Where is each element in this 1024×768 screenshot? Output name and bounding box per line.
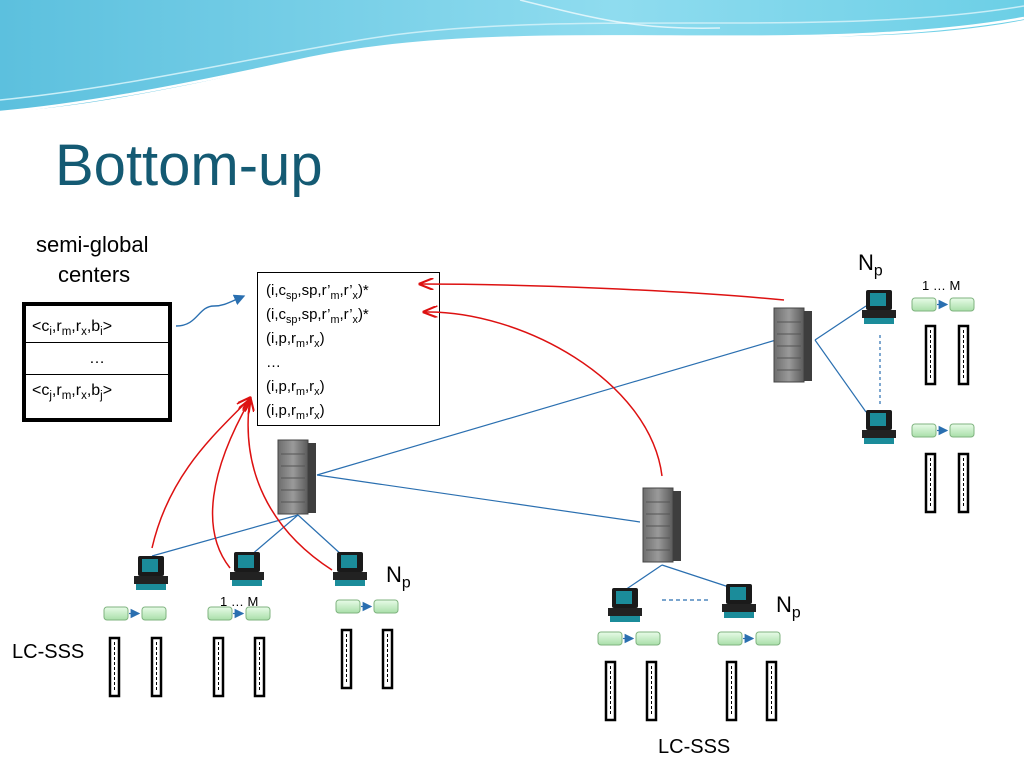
- message-summary-1: (i,csp,sp,r’m,r’x)*: [266, 282, 369, 302]
- message-list-box: (i,csp,sp,r’m,r’x)* (i,csp,sp,r’m,r’x)* …: [257, 272, 440, 426]
- buffer-bar-icon: [381, 628, 394, 690]
- buffer-bar-icon: [924, 452, 937, 514]
- buffer-bar-icon: [340, 628, 353, 690]
- buffer-bar-icon: [212, 636, 225, 698]
- message-summary-2: (i,csp,sp,r’m,r’x)*: [266, 306, 369, 326]
- table-divider: [26, 374, 168, 375]
- buffer-bar-icon: [924, 324, 937, 386]
- update-arrows: [151, 284, 785, 571]
- message-point-2: (i,p,rm,rx): [266, 378, 325, 398]
- message-point-1: (i,p,rm,rx): [266, 330, 325, 350]
- workstation-icon: [862, 290, 896, 324]
- workstation-icon: [230, 552, 264, 586]
- buffer-bar-icon: [253, 636, 266, 698]
- server-icon: [642, 487, 682, 563]
- semi-global-label-line2: centers: [58, 262, 131, 287]
- message-ellipsis: …: [266, 354, 281, 371]
- queue-cell-icon: [912, 298, 974, 311]
- buffer-bar-icon: [604, 660, 617, 722]
- table-divider: [26, 342, 168, 343]
- np-label-bottom-right: Np: [776, 592, 801, 622]
- queue-cell-icon: [912, 424, 974, 437]
- workstation-icon: [134, 556, 168, 590]
- buffer-bar-icon: [645, 660, 658, 722]
- page-title: Bottom-up: [55, 133, 323, 198]
- center-entry-j: <cj,rm,rx,bj>: [32, 382, 113, 403]
- buffer-bar-icon: [957, 452, 970, 514]
- server-icon: [773, 307, 813, 383]
- workstation-icon: [333, 552, 367, 586]
- lc-sss-label-left: LC-SSS: [12, 641, 85, 663]
- np-label-top-right: Np: [858, 250, 883, 280]
- buffer-bar-icon: [150, 636, 163, 698]
- workstation-icon: [608, 588, 642, 622]
- message-point-3: (i,p,rm,rx): [266, 402, 325, 422]
- buffer-bar-icon: [765, 660, 778, 722]
- workstation-icon: [862, 410, 896, 444]
- workstation-icon: [722, 584, 756, 618]
- server-icon: [277, 439, 317, 515]
- queue-cell-icon: [598, 632, 660, 645]
- semi-global-label-line1: semi-global: [36, 232, 149, 257]
- one-to-m-label-left: 1 … M: [220, 594, 259, 609]
- buffer-bar-icon: [725, 660, 738, 722]
- one-to-m-label-right: 1 … M: [922, 278, 961, 293]
- queue-cell-icon: [336, 600, 398, 613]
- center-entry-ellipsis: …: [89, 350, 105, 367]
- semi-global-centers-table: <ci,rm,rx,bi> … <cj,rm,rx,bj>: [22, 302, 172, 422]
- network-links: [151, 305, 881, 601]
- buffer-bar-icon: [108, 636, 121, 698]
- np-label-left-group: Np: [386, 562, 411, 592]
- queue-cell-icon: [718, 632, 780, 645]
- header-wave-decoration: [0, 0, 1024, 114]
- lc-sss-label-bottom: LC-SSS: [658, 736, 731, 758]
- buffer-bar-icon: [957, 324, 970, 386]
- queue-cell-icon: [104, 607, 166, 620]
- center-entry-i: <ci,rm,rx,bi>: [32, 318, 113, 339]
- table-to-message-connector: [175, 294, 246, 327]
